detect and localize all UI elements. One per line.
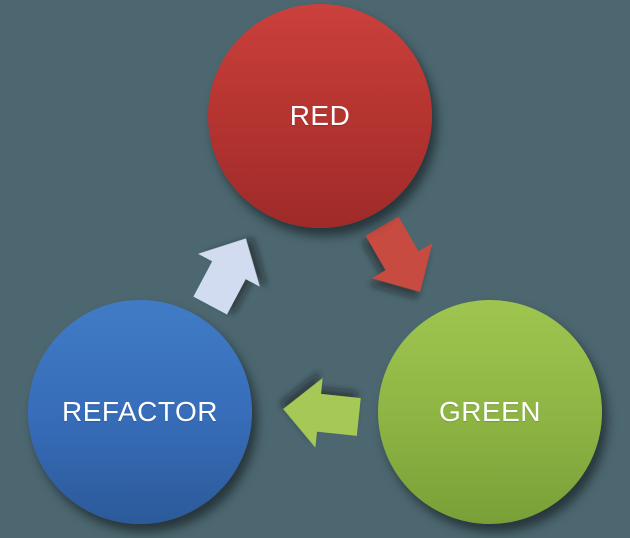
node-red: RED: [208, 4, 432, 228]
node-red-label: RED: [289, 100, 351, 131]
arrow-red-to-green: [365, 216, 433, 292]
arrow-green-to-refactor: [283, 377, 361, 448]
node-refactor-label: REFACTOR: [62, 396, 218, 427]
node-refactor: REFACTOR: [28, 300, 252, 524]
node-green-label: GREEN: [438, 396, 542, 427]
node-green: GREEN: [378, 300, 602, 524]
arrow-refactor-to-red: [193, 238, 260, 315]
